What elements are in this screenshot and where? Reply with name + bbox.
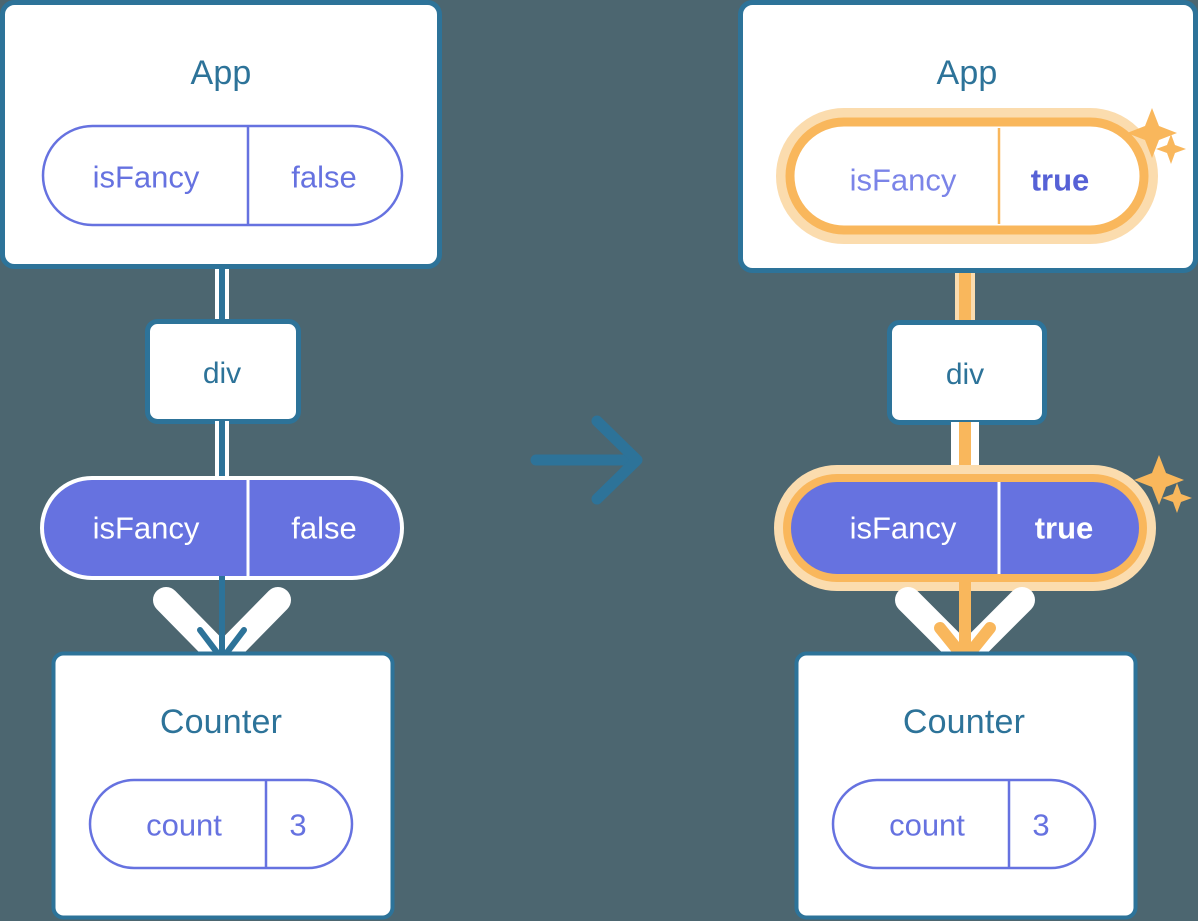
sparkle-star-small-icon-prop <box>1162 483 1192 513</box>
sparkle-star-icon-app <box>1127 108 1177 158</box>
div-box-right <box>887 320 1047 425</box>
transition-arrow-icon <box>530 415 643 505</box>
sparkle-star-icon-prop <box>1134 455 1184 505</box>
prop-pill-right <box>774 465 1156 591</box>
div-box-left <box>145 319 301 424</box>
sparkle-star-small-icon-app <box>1156 134 1186 164</box>
counter-pill-right <box>831 778 1097 870</box>
app-pill-left <box>41 124 404 227</box>
counter-pill-left <box>88 778 354 870</box>
prop-pill-left <box>40 476 404 580</box>
connector-div-to-pill-left <box>215 421 229 483</box>
app-pill-right <box>776 108 1158 244</box>
